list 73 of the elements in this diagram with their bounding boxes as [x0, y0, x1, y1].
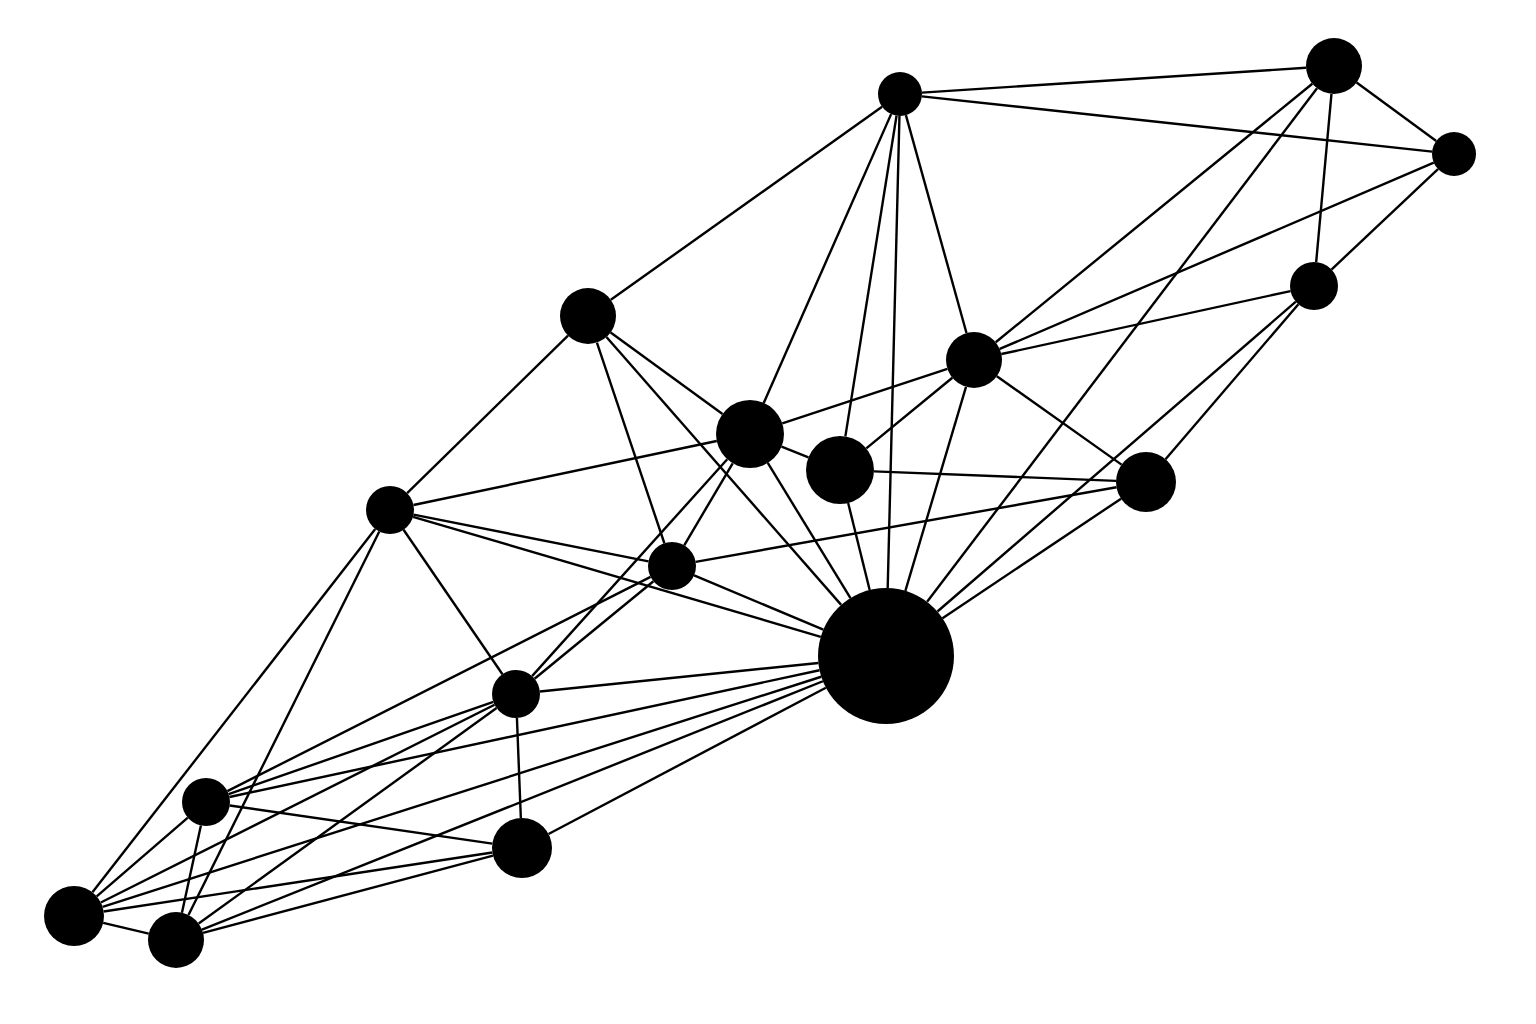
connector-line [412, 515, 822, 638]
connector-line [904, 114, 968, 334]
connector-line [886, 115, 901, 589]
connector-line [921, 95, 1433, 153]
network-node [44, 886, 104, 946]
connector-line [515, 717, 523, 819]
network-node [878, 72, 922, 116]
connector-line [226, 575, 652, 793]
connector-line [762, 113, 893, 404]
connector-line [781, 445, 809, 459]
network-node [182, 778, 230, 826]
network-node [148, 912, 204, 968]
connector-line [610, 105, 883, 301]
connector-line [228, 700, 494, 796]
network-node [946, 332, 1002, 388]
connector-line [921, 66, 1307, 94]
network-node [648, 542, 696, 590]
network-node [1306, 38, 1362, 94]
connector-line [781, 367, 948, 425]
connector-line [766, 462, 852, 599]
connector-line [693, 574, 824, 631]
connector-line [91, 528, 377, 894]
network-node [560, 288, 616, 344]
connector-line [941, 497, 1122, 620]
connector-line [695, 486, 1117, 563]
connector-line [683, 462, 734, 546]
connector-line [413, 513, 649, 563]
connector-line [187, 530, 381, 916]
network-node [492, 670, 540, 718]
connector-line [197, 707, 498, 925]
connector-line [539, 661, 819, 693]
connector-line [865, 376, 954, 450]
connector-line [402, 529, 504, 675]
connector-line [1314, 93, 1333, 263]
connector-line [201, 680, 824, 931]
network-node [492, 818, 552, 878]
connector-line [936, 300, 1297, 613]
connector-line [533, 580, 655, 680]
connector-line [873, 470, 1117, 482]
network-node [1290, 262, 1338, 310]
network-node [806, 436, 874, 504]
connector-line [229, 669, 820, 799]
connector-line [926, 87, 1319, 603]
connector-line [413, 439, 717, 507]
connector-line [95, 816, 189, 898]
connector-line [1355, 81, 1437, 142]
network-node [716, 400, 784, 468]
connector-line [595, 342, 666, 544]
connector-line [1164, 303, 1300, 460]
network-node [1432, 132, 1476, 176]
connector-line [103, 851, 493, 913]
connector-line [844, 115, 898, 437]
connector-line [229, 804, 493, 845]
network-node [818, 588, 954, 724]
network-node [1116, 452, 1176, 512]
connector-line [202, 854, 494, 934]
connector-line [406, 334, 569, 495]
connector-line [904, 386, 968, 592]
connector-line [994, 82, 1314, 344]
connector-line [605, 336, 843, 606]
connector-line [531, 458, 729, 677]
connector-line [999, 161, 1435, 351]
connector-line [547, 686, 827, 836]
connector-line [102, 675, 822, 908]
connector-line [1001, 289, 1291, 356]
connector-line [100, 703, 496, 904]
connector-line [1330, 168, 1439, 271]
connector-line [102, 921, 149, 935]
connector-line [609, 331, 724, 415]
network-node [366, 486, 414, 534]
connector-line [180, 825, 203, 913]
connector-line [847, 502, 871, 591]
connector-line [996, 375, 1123, 466]
